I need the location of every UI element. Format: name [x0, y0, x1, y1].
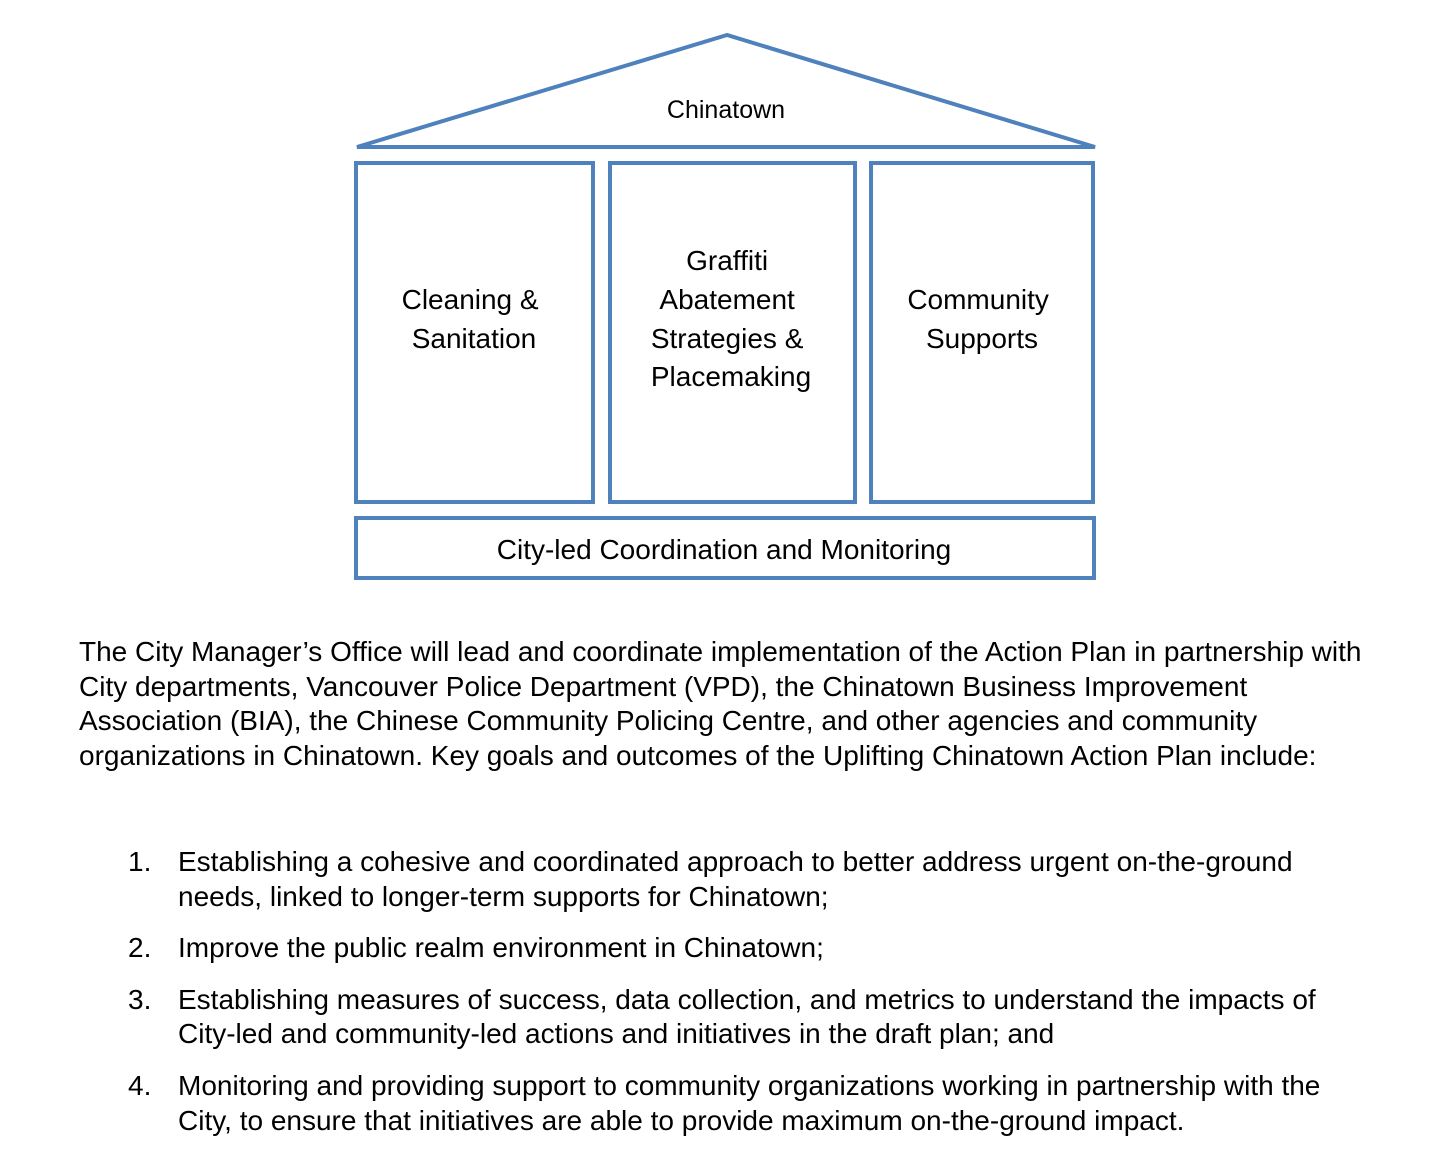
- house-diagram: Chinatown Cleaning & Sanitation Graffiti…: [354, 32, 1096, 580]
- goal-item: 1. Establishing a cohesive and coordinat…: [0, 845, 1378, 914]
- pillar-graffiti-label: Graffiti Abatement Strategies & Placemak…: [651, 245, 811, 392]
- goal-number: 3.: [128, 983, 152, 1015]
- goal-item: 4. Monitoring and providing support to c…: [0, 1069, 1378, 1138]
- goal-text: Establishing a cohesive and coordinated …: [178, 846, 1293, 912]
- goal-number: 4.: [128, 1069, 152, 1101]
- goal-text: Monitoring and providing support to comm…: [178, 1069, 1321, 1136]
- pillar-community-box: [869, 161, 1095, 504]
- pillar-community-label: Community Supports: [907, 284, 1056, 354]
- roof-label: Chinatown: [667, 96, 785, 124]
- goal-number: 2.: [128, 932, 152, 964]
- roof-shape: [356, 32, 1096, 149]
- goal-text: Establishing measures of success, data c…: [178, 983, 1316, 1050]
- pillar-graffiti-box: [608, 161, 857, 504]
- foundation-label: City-led Coordination and Monitoring: [497, 534, 951, 565]
- goal-number: 1.: [128, 846, 152, 877]
- goals-list: 1. Establishing a cohesive and coordinat…: [0, 845, 1456, 1155]
- intro-paragraph: The City Manager’s Office will lead and …: [79, 636, 1362, 771]
- pillar-cleaning-label: Cleaning & Sanitation: [402, 284, 547, 354]
- goal-text: Improve the public realm environment in …: [178, 932, 824, 964]
- pillar-cleaning-box: [354, 161, 595, 504]
- goal-item: 2. Improve the public realm environment …: [0, 931, 1378, 966]
- foundation-box: [354, 516, 1096, 580]
- goal-item: 3. Establishing measures of success, dat…: [0, 983, 1378, 1052]
